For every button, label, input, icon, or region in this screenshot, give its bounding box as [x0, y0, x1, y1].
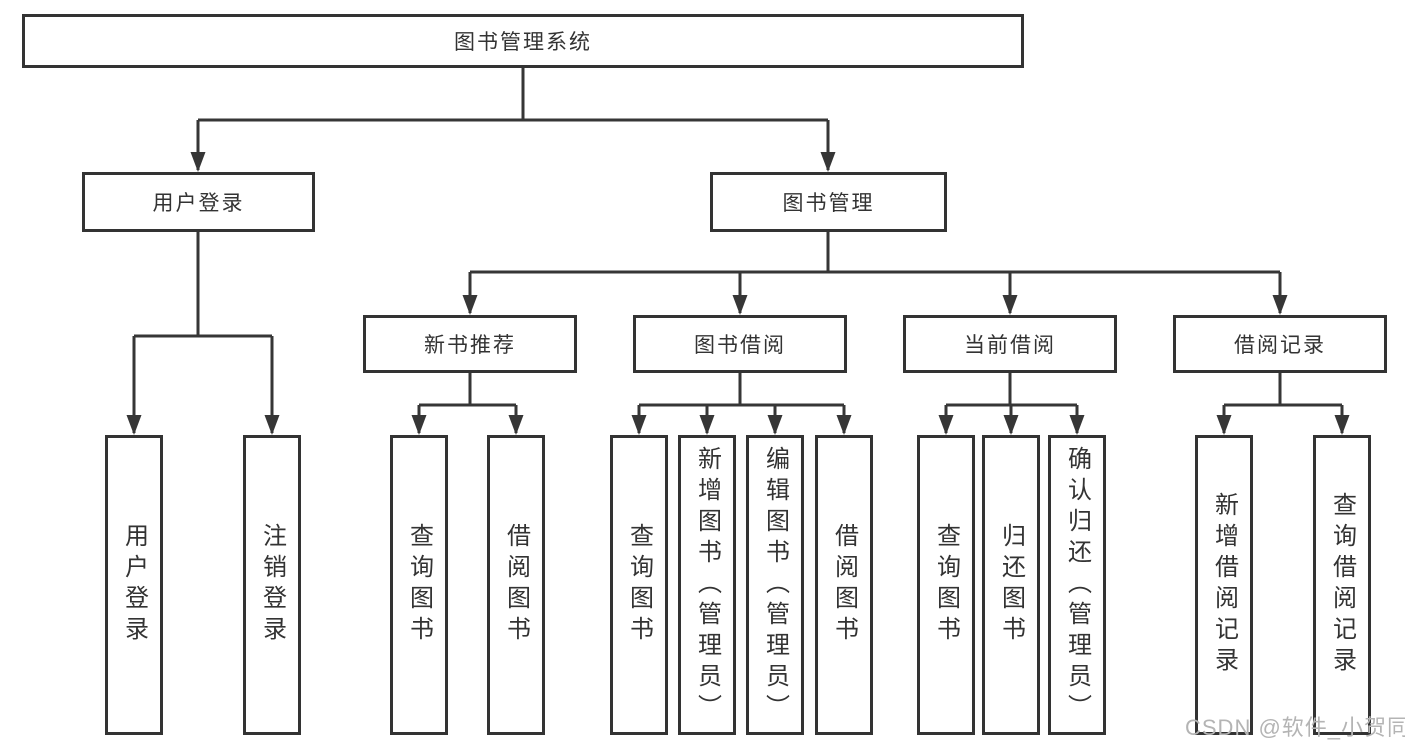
node-user-login-label: 用户登录	[152, 192, 245, 215]
node-leaf-borrow-book-2-label: 借阅图书	[830, 523, 858, 647]
node-leaf-query-record-label: 查询借阅记录	[1328, 492, 1356, 678]
node-leaf-query-book-1: 查询图书	[390, 435, 448, 735]
node-leaf-confirm-return-label: 确认归还（管理员）	[1063, 445, 1091, 725]
node-leaf-add-record-label: 新增借阅记录	[1210, 492, 1238, 678]
node-leaf-logout: 注销登录	[243, 435, 301, 735]
node-leaf-query-book-3-label: 查询图书	[932, 523, 960, 647]
node-leaf-add-book-label: 新增图书（管理员）	[693, 445, 721, 725]
node-leaf-user-login-label: 用户登录	[120, 523, 148, 647]
node-leaf-edit-book: 编辑图书（管理员）	[746, 435, 804, 735]
node-book-mgmt-label: 图书管理	[782, 192, 875, 215]
node-leaf-query-record: 查询借阅记录	[1313, 435, 1371, 735]
node-new-book-rec-label: 新书推荐	[424, 334, 516, 357]
node-leaf-query-book-2-label: 查询图书	[625, 523, 653, 647]
node-borrow-record: 借阅记录	[1173, 315, 1387, 373]
node-leaf-confirm-return: 确认归还（管理员）	[1048, 435, 1106, 735]
node-borrow-record-label: 借阅记录	[1234, 334, 1326, 357]
node-leaf-add-record: 新增借阅记录	[1195, 435, 1253, 735]
node-current-borrow: 当前借阅	[903, 315, 1117, 373]
node-current-borrow-label: 当前借阅	[964, 334, 1056, 357]
node-leaf-query-book-2: 查询图书	[610, 435, 668, 735]
node-leaf-borrow-book-2: 借阅图书	[815, 435, 873, 735]
watermark: CSDN @软件_小贺同学	[1185, 715, 1405, 740]
node-user-login: 用户登录	[82, 172, 315, 232]
node-leaf-query-book-3: 查询图书	[917, 435, 975, 735]
connector-root-bus	[198, 68, 828, 122]
connector-book-mgmt-bus	[470, 232, 1280, 274]
node-leaf-add-book: 新增图书（管理员）	[678, 435, 736, 735]
connector-new-book-rec-bus	[419, 373, 516, 407]
node-root-label: 图书管理系统	[454, 31, 592, 54]
node-book-borrow: 图书借阅	[633, 315, 847, 373]
node-book-mgmt: 图书管理	[710, 172, 947, 232]
node-leaf-return-book: 归还图书	[982, 435, 1040, 735]
connector-book-borrow-bus	[639, 373, 844, 407]
node-leaf-query-book-1-label: 查询图书	[405, 523, 433, 647]
node-leaf-borrow-book-1-label: 借阅图书	[502, 523, 530, 647]
node-book-borrow-label: 图书借阅	[694, 334, 786, 357]
connector-current-borrow-bus	[946, 373, 1077, 407]
node-leaf-user-login: 用户登录	[105, 435, 163, 735]
connector-user-login-bus	[134, 232, 272, 338]
node-root: 图书管理系统	[22, 14, 1024, 68]
node-new-book-rec: 新书推荐	[363, 315, 577, 373]
node-leaf-edit-book-label: 编辑图书（管理员）	[761, 445, 789, 725]
node-leaf-return-book-label: 归还图书	[997, 523, 1025, 647]
node-leaf-logout-label: 注销登录	[258, 523, 286, 647]
node-leaf-borrow-book-1: 借阅图书	[487, 435, 545, 735]
connector-borrow-record-bus	[1224, 373, 1342, 407]
